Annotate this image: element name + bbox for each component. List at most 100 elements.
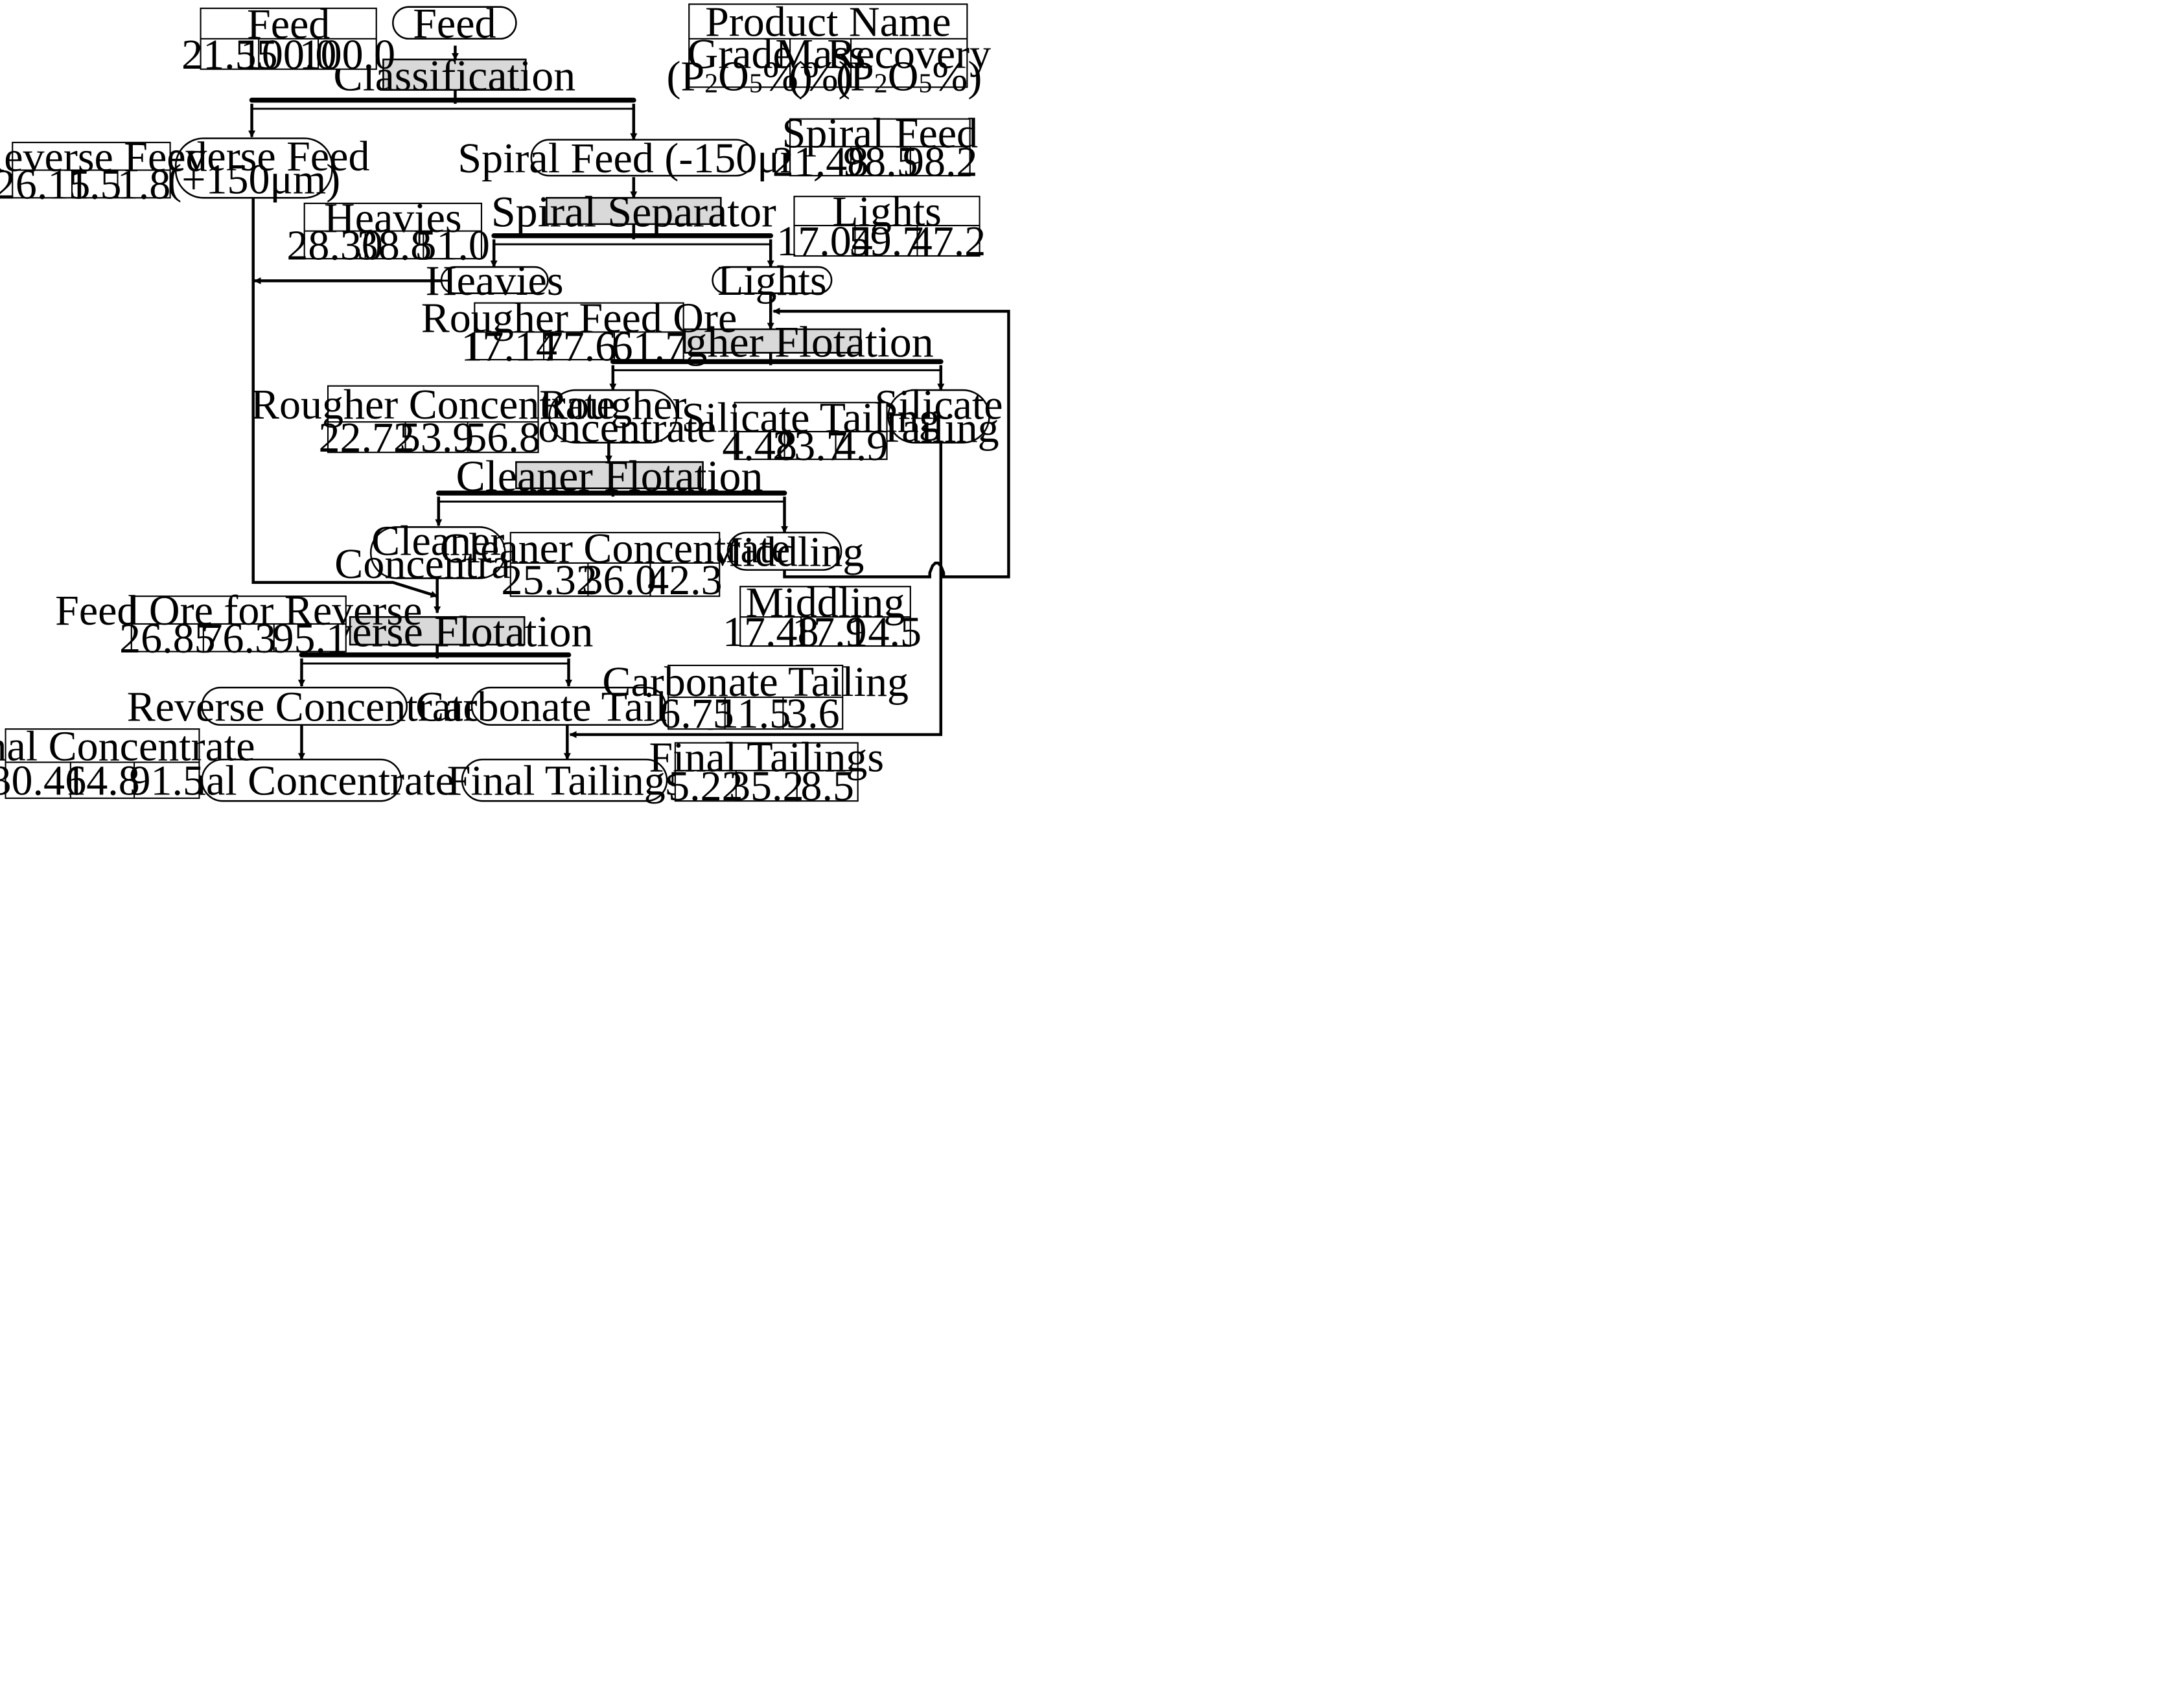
- rougher-concentrate-table-mass: 53.9: [399, 414, 474, 461]
- heavies-node-label: Heavies: [426, 257, 564, 305]
- flow-connectors: [248, 45, 1010, 761]
- rougher-feed-ore-table-grade: 17.14: [461, 323, 557, 370]
- rougher-feed-ore-table-recovery: 61.7: [612, 323, 687, 370]
- heavies-table-mass: 38.8: [357, 222, 432, 269]
- rougher-concentrate-table-title: Rougher Concentrate: [251, 381, 616, 428]
- classification-splitter: [249, 97, 636, 110]
- middling-table-title: Middling: [746, 579, 905, 626]
- feed-ore-for-reverse-table-mass: 76.3: [202, 615, 277, 662]
- final-tailings-table-mass: 35.2: [729, 763, 804, 810]
- cleaner-concentrate-node-label-line2: Concentrate: [334, 540, 541, 588]
- lights-table-title: Lights: [832, 188, 942, 235]
- reverse-feed-table-title: Reverse Feed: [0, 133, 207, 181]
- silicate-tailing-node-label-line1: Silicate: [875, 381, 1003, 428]
- feed-ore-for-reverse-table-grade: 26.85: [119, 615, 216, 662]
- cleaner-concentrate-node-label-line1: Cleaner: [371, 518, 504, 565]
- silicate-tailing-table-mass: 23.7: [772, 422, 848, 470]
- carbonate-tailing-table-title: Carbonate Tailing: [602, 658, 909, 706]
- cleaner-flotation-process-label: Cleaner Flotation: [456, 451, 763, 500]
- lights-table-mass: 59.7: [849, 218, 924, 265]
- spiral-feed-node-label: Spiral Feed (-150μm): [458, 135, 828, 182]
- silicate-tailing-table-recovery: 4.9: [835, 422, 888, 470]
- lights-table-grade: 17.04: [776, 218, 873, 265]
- cleaner-splitter: [435, 490, 787, 503]
- middling-table-recovery: 14.5: [847, 608, 922, 656]
- heavies-node: Heavies: [426, 257, 564, 305]
- reverse-feed-node: Reverse Feed(+150μm): [138, 133, 369, 203]
- reverse-feed-node-label-line1: Reverse Feed: [138, 133, 369, 180]
- legend-mass-label-line1: Mass: [775, 30, 865, 78]
- legend-frame: [688, 3, 968, 88]
- lights-node-label: Lights: [717, 257, 827, 305]
- feed-table-recovery: 100.0: [299, 31, 396, 78]
- heavies-table-title: Heavies: [324, 194, 462, 242]
- middling-node: Middling: [705, 528, 864, 575]
- reverse-concentrate-node-label: Reverse Concentrate: [127, 683, 482, 730]
- cleaner-concentrate-table-title: Cleaner Concentrate: [440, 525, 791, 572]
- middling-recycle-line-arrow: [772, 307, 1010, 579]
- final-tailings-table-recovery: 8.5: [800, 763, 854, 810]
- final-concentrate-table-recovery: 91.5: [130, 757, 205, 805]
- classification-process: Classification: [333, 51, 575, 100]
- legend-recovery-label-line1: Recovery: [827, 30, 991, 78]
- reverse-feed-node-label-line2: (+150μm): [167, 156, 340, 203]
- heavies-table-grade: 28.30: [286, 222, 383, 269]
- cleaner-concentrate-table-mass: 36.0: [582, 557, 657, 604]
- cleaner-concentrate-table-recovery: 42.3: [647, 557, 723, 604]
- final-tailings-node: Final Tailings: [447, 757, 682, 805]
- middling-node-label: Middling: [705, 528, 864, 575]
- feed-table-grade: 21.55: [181, 31, 278, 78]
- middling-table-mass: 17.9: [792, 608, 867, 656]
- silicate-to-final-tailings-line-arrow: [569, 443, 943, 739]
- rougher-feed-ore-table-title: Rougher Feed Ore: [421, 295, 737, 342]
- spiral-separator-process: Spiral Separator: [491, 187, 776, 237]
- rougher-concentrate-table-grade: 22.72: [319, 414, 415, 461]
- silicate-tailing-table-title: Silicate Tailing: [681, 394, 940, 441]
- spiral-feed-node: Spiral Feed (-150μm): [458, 135, 828, 182]
- spiral-feed-table-grade: 21.48: [772, 138, 869, 185]
- feed-ore-for-reverse-table-recovery: 95.1: [272, 615, 347, 662]
- spiral-feed-table-mass: 98.5: [843, 138, 918, 185]
- legend-grade-label-line2: (P2O5%): [666, 52, 812, 100]
- feed-table-mass: 100.0: [240, 31, 337, 78]
- final-concentrate-table-grade: 30.41: [0, 757, 86, 805]
- spiral-splitter: [491, 233, 774, 246]
- reverse-concentrate-node: Reverse Concentrate: [127, 683, 482, 730]
- reverse-feed-table-mass: 1.5: [68, 161, 122, 209]
- rougher-concentrate-node-label-line1: Rougher: [539, 381, 686, 428]
- spiral-separator-process-label: Spiral Separator: [491, 187, 776, 237]
- feed-ore-for-reverse-table-title: Feed Ore for Reverse: [55, 587, 422, 634]
- legend-mass-label-line2: (%): [789, 52, 853, 100]
- feed-node: Feed: [392, 0, 517, 47]
- reverse-feed-table-grade: 26.15: [0, 161, 90, 209]
- feed-node-label: Feed: [413, 0, 496, 47]
- cleaner-flotation-process: Cleaner Flotation: [456, 451, 763, 500]
- silicate-tailing-node-label-line2: Tailing: [879, 404, 999, 452]
- rougher-concentrate-table-recovery: 56.8: [465, 414, 540, 461]
- reverse-feed-table-recovery: 1.8: [117, 161, 171, 209]
- final-tailings-node-label: Final Tailings: [447, 757, 682, 805]
- legend-recovery-label-line2: (P2O5%): [836, 52, 982, 100]
- rougher-feed-ore-table-mass: 77.6: [542, 323, 617, 370]
- carbonate-tailing-table-grade: 6.75: [659, 690, 734, 737]
- silicate-tailing-table-grade: 4.48: [722, 422, 797, 470]
- lights-node: Lights: [712, 257, 833, 305]
- legend-grade-label-line1: Grade: [688, 30, 792, 78]
